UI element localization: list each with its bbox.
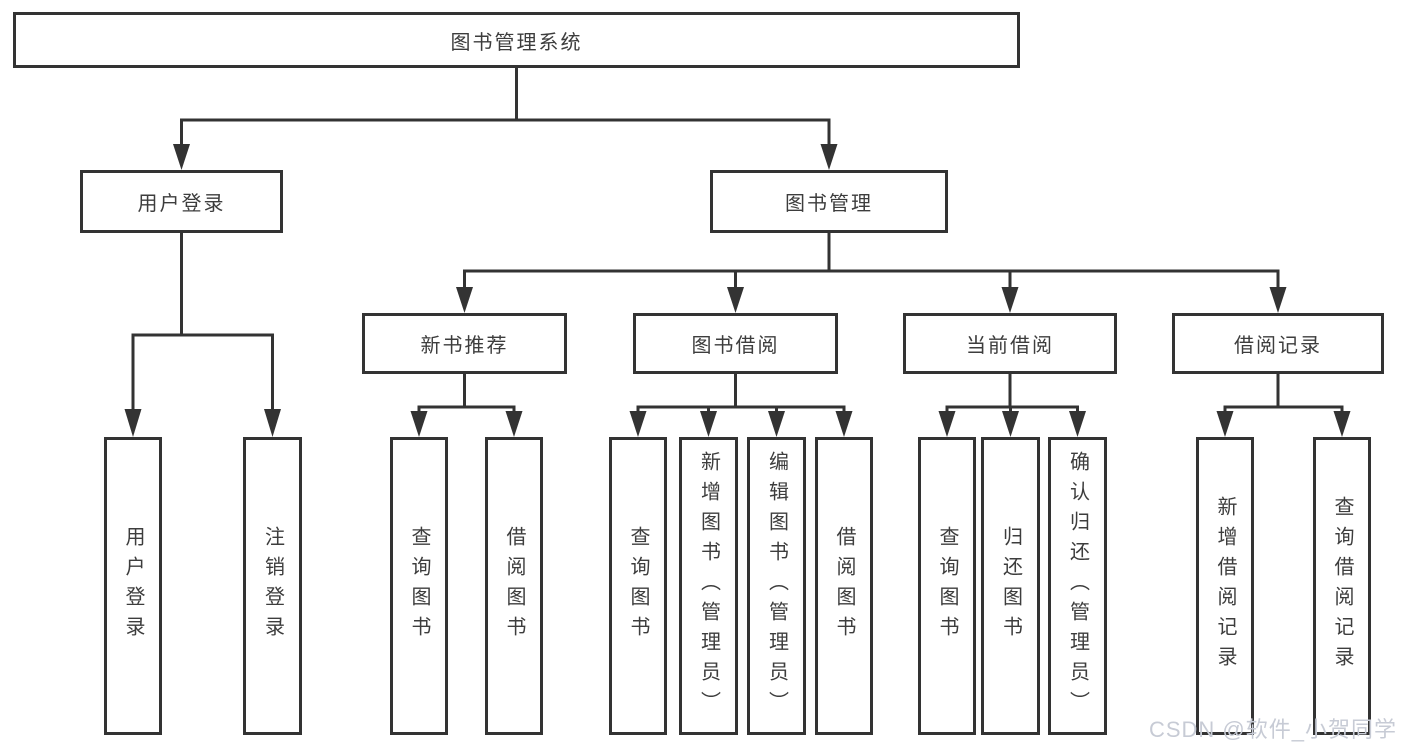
leaf-add-borrow-record: 新增借阅记录	[1196, 437, 1254, 735]
node-label: 借阅记录	[1234, 335, 1322, 357]
leaf-logout: 注销登录	[243, 437, 302, 735]
node-label: 新增借阅记录	[1214, 496, 1236, 676]
leaf-return-books: 归还图书	[981, 437, 1040, 735]
node-label: 用户登录	[122, 526, 144, 646]
leaf-confirm-return-admin: 确认归还（管理员）	[1048, 437, 1107, 735]
leaf-borrow-books-recommend: 借阅图书	[485, 437, 543, 735]
node-current-borrowing: 当前借阅	[903, 313, 1117, 374]
leaf-borrow-books: 借阅图书	[815, 437, 873, 735]
watermark: CSDN @软件_小贺同学	[1148, 717, 1397, 742]
node-label: 编辑图书（管理员）	[765, 451, 788, 721]
node-library-management-system: 图书管理系统	[13, 12, 1020, 68]
leaf-add-books-admin: 新增图书（管理员）	[679, 437, 738, 735]
node-user-login: 用户登录	[80, 170, 283, 233]
node-label: 查询借阅记录	[1331, 496, 1353, 676]
leaf-query-books-borrow: 查询图书	[609, 437, 667, 735]
node-new-book-recommendation: 新书推荐	[362, 313, 567, 374]
node-label: 查询图书	[408, 526, 430, 646]
node-label: 用户登录	[137, 193, 226, 215]
node-label: 当前借阅	[966, 335, 1054, 357]
node-label: 图书管理系统	[450, 31, 583, 54]
node-label: 新书推荐	[420, 335, 509, 357]
node-borrowing-records: 借阅记录	[1172, 313, 1384, 374]
node-label: 确认归还（管理员）	[1066, 451, 1089, 721]
node-book-borrowing: 图书借阅	[633, 313, 838, 374]
node-label: 注销登录	[261, 526, 284, 646]
node-label: 图书管理	[785, 193, 873, 215]
node-label: 图书借阅	[691, 335, 780, 357]
leaf-query-borrow-record: 查询借阅记录	[1313, 437, 1371, 735]
node-label: 借阅图书	[833, 526, 855, 646]
node-label: 新增图书（管理员）	[697, 451, 720, 721]
leaf-user-login: 用户登录	[104, 437, 162, 735]
node-label: 查询图书	[627, 526, 649, 646]
node-label: 查询图书	[936, 526, 958, 646]
leaf-edit-books-admin: 编辑图书（管理员）	[747, 437, 806, 735]
leaf-query-books-current: 查询图书	[918, 437, 976, 735]
node-label: 归还图书	[999, 526, 1022, 646]
leaf-query-books-recommend: 查询图书	[390, 437, 448, 735]
node-label: 借阅图书	[503, 526, 525, 646]
node-book-management: 图书管理	[710, 170, 948, 233]
